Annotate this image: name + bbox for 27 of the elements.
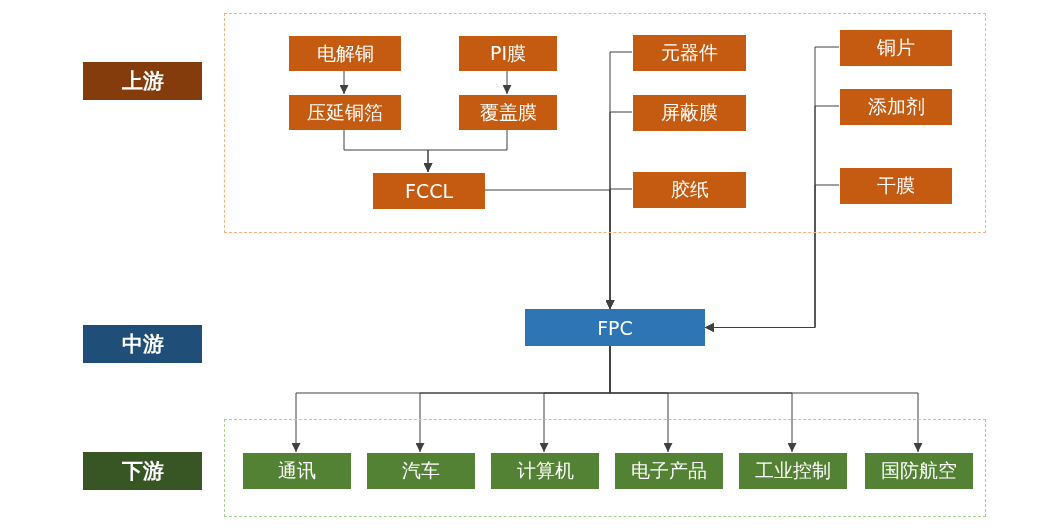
process-box: 工业控制 — [739, 453, 847, 489]
dashed-region — [224, 13, 986, 233]
process-box: 胶纸 — [633, 172, 746, 208]
process-box: 计算机 — [491, 453, 599, 489]
process-box: 通讯 — [243, 453, 351, 489]
process-box: FPC — [525, 309, 705, 346]
connector-arrow — [339, 69, 349, 95]
dashed-region — [224, 419, 986, 517]
process-box: 国防航空 — [865, 453, 973, 489]
process-box: PI膜 — [459, 36, 557, 71]
process-box: 添加剂 — [840, 89, 952, 125]
process-box: 铜片 — [840, 30, 952, 66]
process-box: 覆盖膜 — [459, 95, 557, 130]
process-box: 汽车 — [367, 453, 475, 489]
process-box: 元器件 — [633, 35, 746, 71]
process-box: FCCL — [373, 173, 485, 209]
connector-arrow — [423, 128, 508, 173]
connector-arrow — [704, 184, 840, 332]
process-box: 电子产品 — [615, 453, 723, 489]
process-box: 压延铜箔 — [289, 95, 401, 130]
process-box: 屏蔽膜 — [633, 95, 746, 131]
process-box: 干膜 — [840, 168, 952, 204]
stage-label: 上游 — [83, 62, 202, 100]
process-box: 电解铜 — [289, 36, 401, 71]
stage-label: 下游 — [83, 452, 202, 490]
connector-arrow — [502, 69, 512, 95]
stage-label: 中游 — [83, 325, 202, 363]
